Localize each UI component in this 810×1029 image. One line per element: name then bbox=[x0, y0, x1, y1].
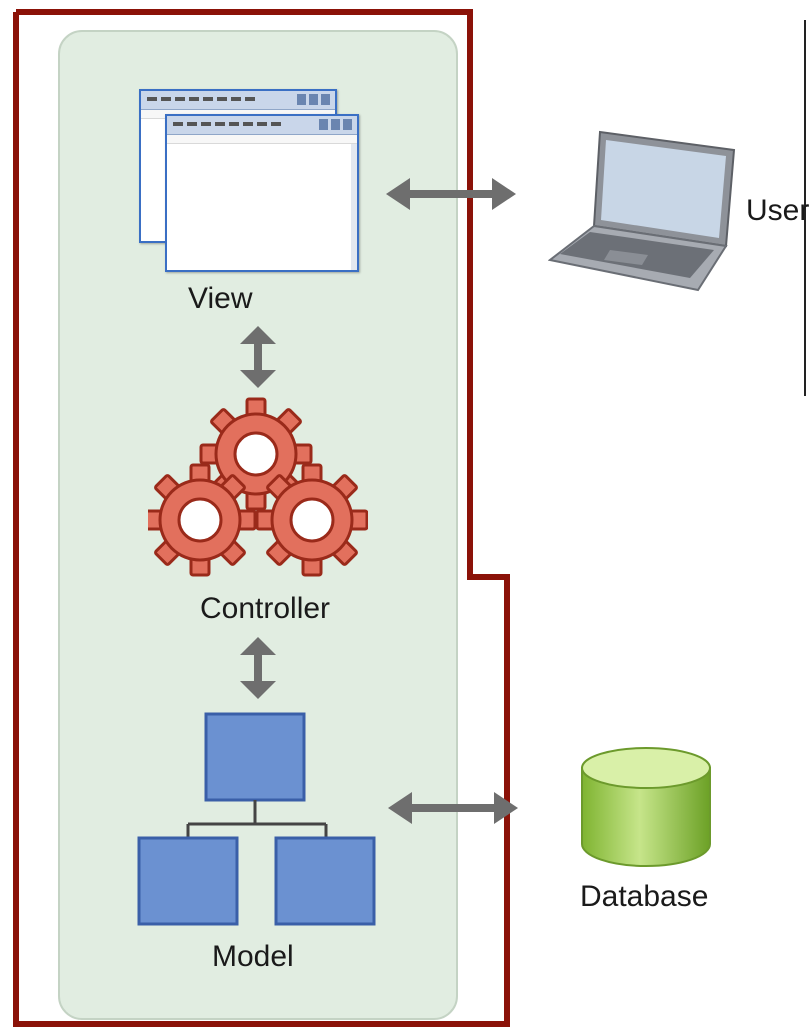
user-frame-edge bbox=[804, 20, 806, 396]
view-controller-arrow bbox=[240, 326, 276, 388]
hierarchy-icon bbox=[137, 712, 376, 926]
window-icon-front bbox=[165, 114, 359, 272]
view-label: View bbox=[188, 282, 253, 315]
database-label: Database bbox=[580, 880, 709, 913]
model-label: Model bbox=[212, 940, 294, 973]
laptop-icon bbox=[548, 130, 736, 292]
controller-label: Controller bbox=[200, 592, 331, 625]
user-label: User bbox=[746, 194, 810, 227]
view-user-arrow bbox=[386, 178, 516, 210]
model-database-arrow bbox=[388, 792, 518, 824]
controller-model-arrow bbox=[240, 637, 276, 699]
gears-icon bbox=[148, 397, 368, 577]
database-icon bbox=[581, 747, 711, 867]
